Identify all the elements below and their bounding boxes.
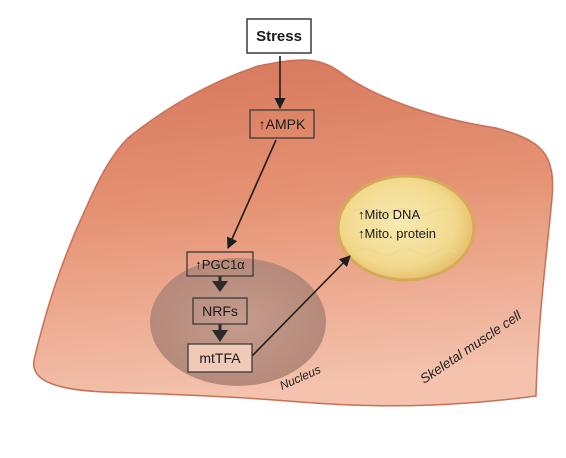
ampk-label: ↑AMPK [259,116,306,132]
nrfs-label: NRFs [202,303,238,319]
mito-dna-label: ↑Mito DNA [358,207,420,222]
stress-label: Stress [256,28,302,45]
pgc1a-label: ↑PGC1α [195,257,245,272]
mito-protein-label: ↑Mito. protein [358,226,436,241]
mttfa-label: mtTFA [199,350,241,366]
